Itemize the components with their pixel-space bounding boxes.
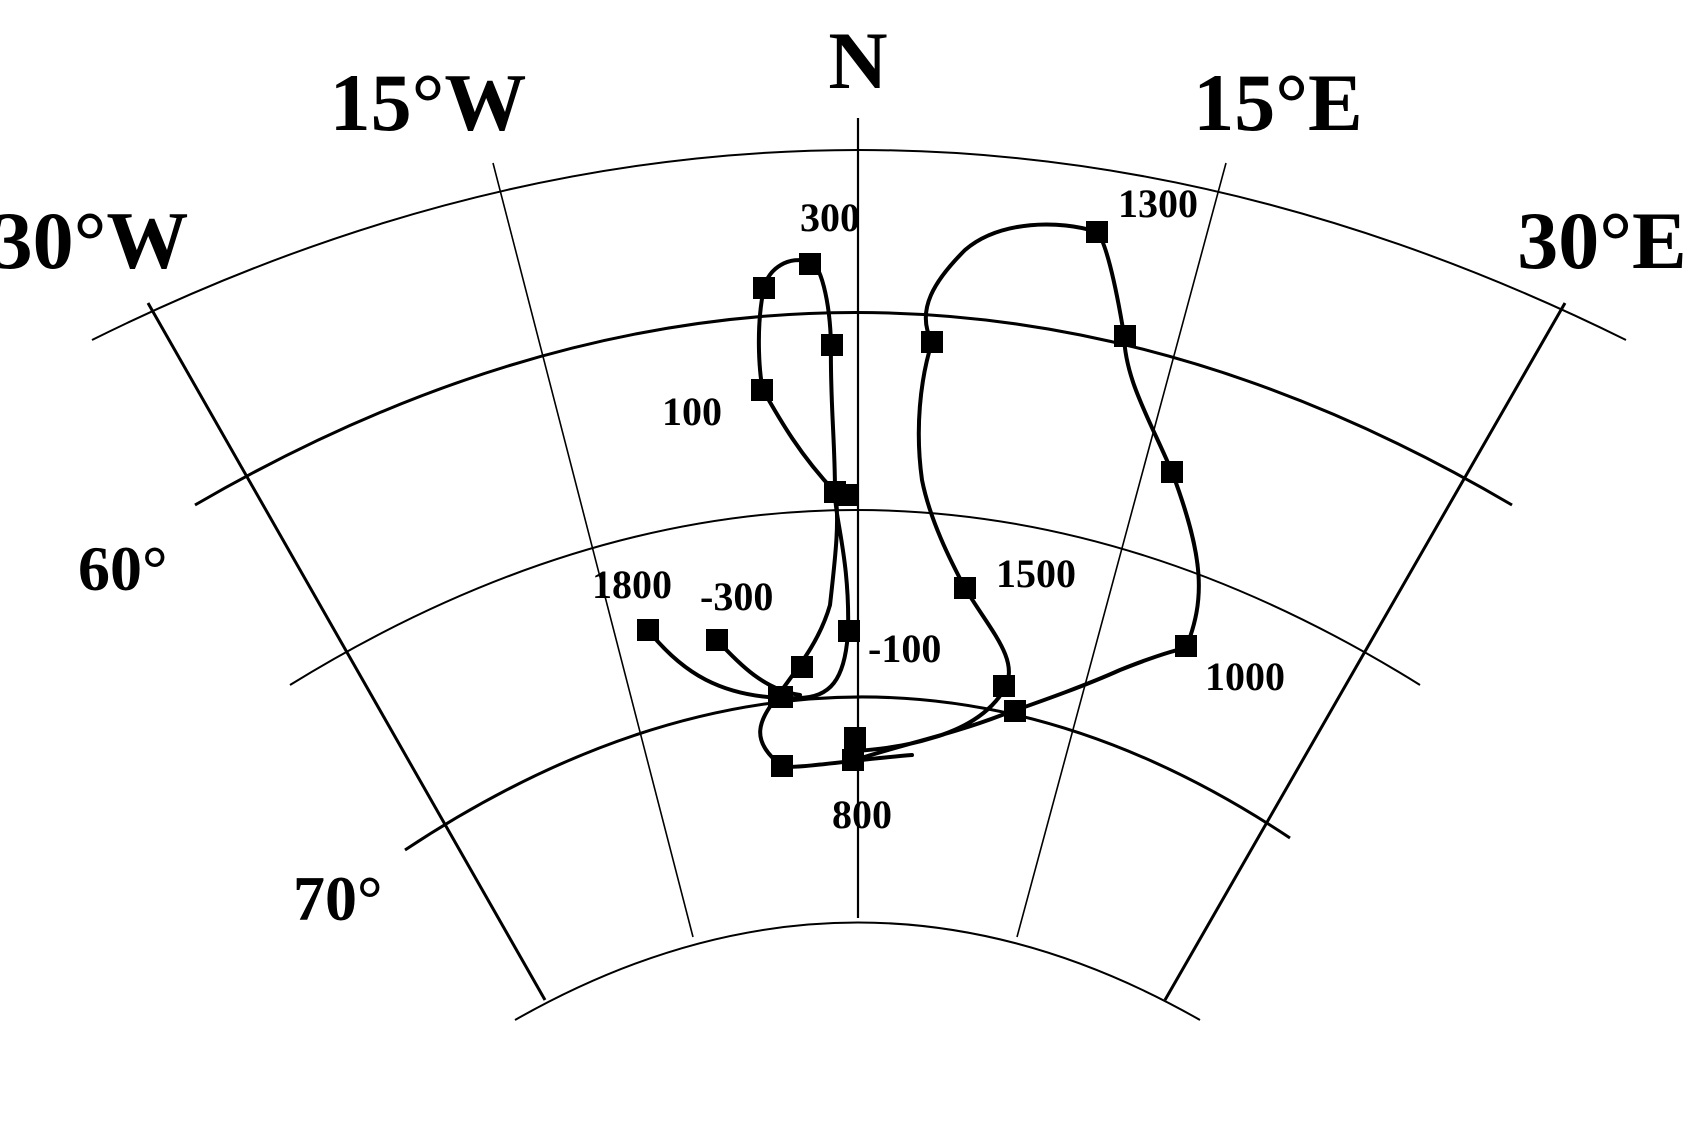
marker xyxy=(637,619,659,641)
marker xyxy=(921,331,943,353)
arc-middle xyxy=(289,509,1421,686)
age-label-1800: 1800 xyxy=(592,562,672,607)
arc-lower xyxy=(404,695,1291,852)
age-label-300: 300 xyxy=(800,195,860,240)
arc-upper xyxy=(194,311,1513,507)
marker xyxy=(842,749,864,771)
path-curves xyxy=(646,222,1201,769)
arc-inner xyxy=(514,921,1201,1021)
north-label: N xyxy=(828,15,887,106)
age-label-1500: 1500 xyxy=(996,551,1076,596)
marker xyxy=(838,620,860,642)
marker xyxy=(706,629,728,651)
marker xyxy=(993,675,1015,697)
age-label-minus300: -300 xyxy=(700,574,773,619)
meridian-label-15w: 15°W xyxy=(330,57,527,148)
latitude-label-70: 70° xyxy=(293,863,383,934)
age-label-minus100: -100 xyxy=(868,626,941,671)
marker xyxy=(1086,221,1108,243)
marker xyxy=(954,577,976,599)
age-label-100: 100 xyxy=(662,389,722,434)
marker xyxy=(771,686,793,708)
age-label-1000: 1000 xyxy=(1205,654,1285,699)
meridian-15e xyxy=(1016,162,1227,938)
path-right-loop xyxy=(843,222,1201,762)
marker xyxy=(799,253,821,275)
marker xyxy=(1004,700,1026,722)
marker xyxy=(1161,461,1183,483)
marker xyxy=(771,755,793,777)
marker xyxy=(844,727,866,749)
meridian-label-30e: 30°E xyxy=(1517,195,1687,286)
marker xyxy=(751,379,773,401)
marker xyxy=(836,484,858,506)
marker xyxy=(1175,635,1197,657)
meridian-label-30w: 30°W xyxy=(0,195,188,286)
marker xyxy=(1114,325,1136,347)
meridian-30w xyxy=(146,302,547,1001)
path-markers xyxy=(637,221,1197,777)
marker xyxy=(753,277,775,299)
meridian-15w xyxy=(492,162,694,938)
latitude-label-60: 60° xyxy=(78,533,168,604)
age-label-800: 800 xyxy=(832,792,892,837)
age-label-1300: 1300 xyxy=(1118,181,1198,226)
marker xyxy=(821,334,843,356)
marker xyxy=(791,656,813,678)
meridian-label-15e: 15°E xyxy=(1193,57,1363,148)
meridian-30e xyxy=(1163,302,1567,1001)
meridian-lines xyxy=(146,118,1567,1001)
